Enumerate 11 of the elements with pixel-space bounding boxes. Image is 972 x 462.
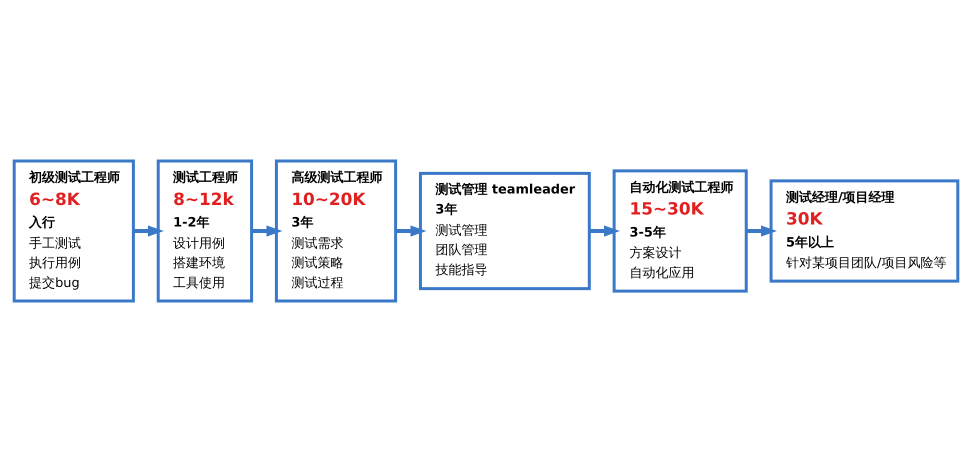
node-box: 初级测试工程师 6~8K 入行 手工测试 执行用例 提交bug — [12, 159, 135, 303]
node-box: 自动化测试工程师 15~30K 3-5年 方案设计 自动化应用 — [612, 169, 748, 293]
arrow — [396, 225, 426, 237]
node-box: 高级测试工程师 10~20K 3年 测试需求 测试策略 测试过程 — [274, 159, 398, 303]
arrow — [589, 225, 620, 237]
node-box: 测试工程师 8~12k 1-2年 设计用例 搭建环境 工具使用 — [156, 159, 254, 303]
arrow — [746, 225, 777, 237]
node-box: 测试经理/项目经理 30K 5年以上 针对某项目团队/项目风险等 — [770, 179, 960, 283]
arrow — [134, 225, 164, 237]
arrow — [252, 225, 282, 237]
node-box: 测试管理 teamleader 3年 测试管理 团队管理 技能指导 — [418, 172, 591, 290]
